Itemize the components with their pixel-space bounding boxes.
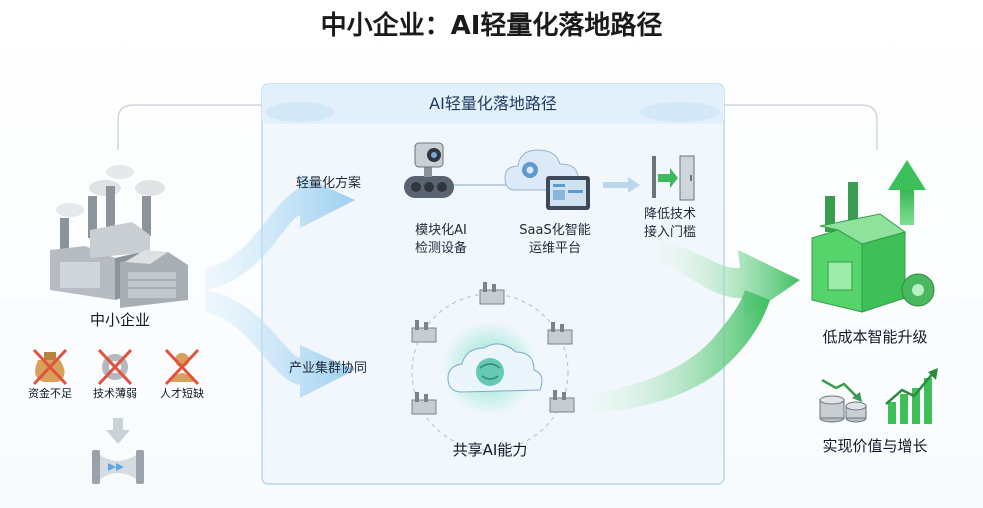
ai-inspection-device-icon — [404, 142, 454, 198]
green-arrow-lower — [590, 290, 770, 412]
value-label: 实现价值与增长 — [822, 437, 928, 455]
shared-ai-label: 共享AI能力 — [452, 441, 528, 459]
sme-label: 中小企业 — [89, 311, 150, 329]
upper-path-label: 轻量化方案 — [296, 176, 362, 191]
mini-factory-icon — [411, 282, 575, 415]
person-icon — [164, 348, 200, 386]
barrier-label-line1: 降低技术 — [643, 207, 696, 222]
frame-line-right — [724, 104, 878, 150]
panel-title: AI轻量化落地路径 — [429, 94, 557, 113]
down-arrow-icon — [106, 418, 130, 444]
problem-label-talent: 人才短缺 — [160, 387, 204, 400]
saas-cloud-platform-icon — [504, 149, 590, 210]
funnel-icon — [92, 450, 144, 484]
page-title: 中小企业：AI轻量化落地路径 — [320, 11, 663, 41]
coins-decline-icon — [819, 378, 867, 423]
device-label-line1: 模块化AI — [415, 223, 467, 238]
flow-arrow-upper — [205, 175, 355, 290]
saas-label-line1: SaaS化智能 — [519, 223, 591, 238]
green-factory-icon — [811, 160, 935, 313]
gear-icon — [97, 348, 133, 386]
barrier-door-icon — [652, 155, 695, 201]
lower-path-label: 产业集群协同 — [289, 361, 368, 376]
frame-line-left — [117, 104, 262, 150]
problem-label-funds: 资金不足 — [28, 387, 72, 400]
problem-label-tech: 技术薄弱 — [93, 387, 137, 400]
upgrade-label: 低成本智能升级 — [822, 328, 928, 346]
growth-chart-icon — [885, 368, 938, 424]
device-label-line2: 检测设备 — [414, 241, 467, 256]
saas-label-line2: 运维平台 — [528, 241, 581, 256]
money-bag-icon — [32, 348, 68, 386]
factory-icon-left — [50, 165, 188, 308]
brain-cloud-icon — [447, 343, 543, 393]
flow-arrow-lower — [205, 290, 355, 398]
barrier-label-line2: 接入门槛 — [643, 225, 696, 240]
